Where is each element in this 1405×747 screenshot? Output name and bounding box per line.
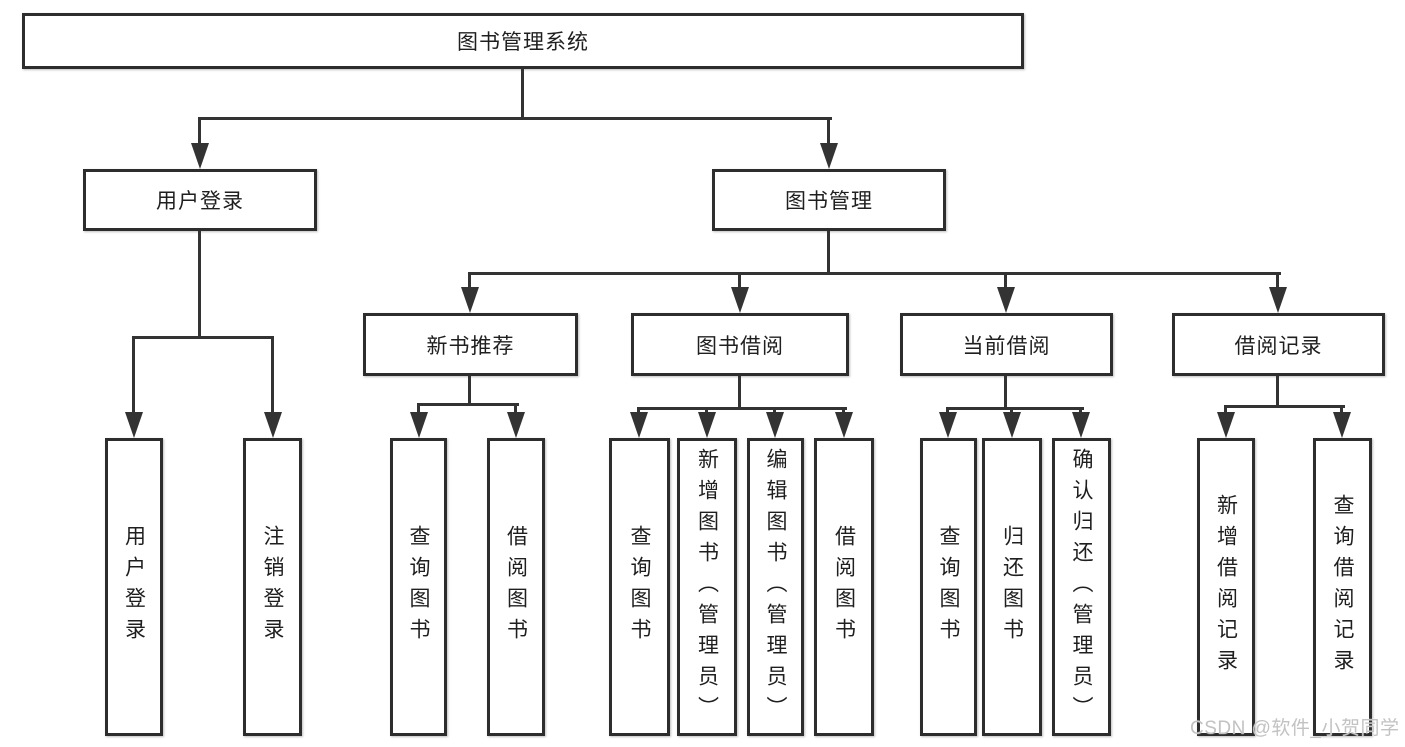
leaf-add-borrow-record: 新增借阅记录 (1197, 438, 1255, 736)
leaf-current-query-book: 查询图书 (920, 438, 977, 736)
arrow-to-newbook-borrow (507, 412, 525, 438)
node-borrow-records: 借阅记录 (1172, 313, 1385, 376)
leaf-query-borrow-record: 查询借阅记录 (1313, 438, 1372, 736)
edge-root-stem-left (198, 117, 201, 147)
leaf-user-login-label: 用户登录 (122, 525, 146, 649)
edge-borrow-stem-4 (842, 407, 845, 415)
arrow-to-records-add (1217, 412, 1235, 438)
node-current-borrow-label: 当前借阅 (962, 334, 1051, 358)
node-new-book-recommend: 新书推荐 (363, 313, 578, 376)
leaf-current-return-book: 归还图书 (982, 438, 1042, 736)
node-user-login-label: 用户登录 (156, 190, 244, 213)
node-book-borrow: 图书借阅 (631, 313, 849, 376)
arrow-to-borrow-borrow (835, 412, 853, 438)
edge-records-hline (1224, 405, 1345, 408)
edge-current-stem-2 (1010, 407, 1013, 415)
edge-mgmt-stem-4 (1276, 272, 1279, 290)
edge-root-hline (198, 117, 832, 120)
edge-newbook-vline (468, 376, 471, 406)
arrow-to-current-borrow (997, 287, 1015, 313)
node-borrow-records-label: 借阅记录 (1234, 334, 1323, 358)
node-root: 图书管理系统 (22, 13, 1024, 69)
edge-current-hline (946, 407, 1084, 410)
node-current-borrow: 当前借阅 (900, 313, 1113, 376)
edge-newbook-hline (417, 403, 519, 406)
leaf-newbook-borrow-book: 借阅图书 (487, 438, 545, 736)
leaf-logout-label: 注销登录 (261, 525, 284, 649)
arrow-to-user-login (191, 143, 209, 169)
edge-login-hline (132, 336, 274, 339)
edge-borrow-stem-2 (705, 407, 708, 415)
leaf-query-borrow-record-label: 查询借阅记录 (1331, 494, 1354, 680)
edge-mgmt-stem-2 (738, 272, 741, 290)
edge-records-stem-2 (1340, 405, 1343, 415)
leaf-borrow-edit-book-admin: 编辑图书（管理员） (747, 438, 804, 736)
edge-newbook-stem-1 (417, 403, 420, 415)
leaf-borrow-query-book: 查询图书 (609, 438, 670, 736)
node-book-management-label: 图书管理 (785, 190, 873, 213)
edge-borrow-stem-3 (773, 407, 776, 415)
leaf-current-return-book-label: 归还图书 (1000, 525, 1024, 649)
arrow-to-leaf-logout (264, 412, 282, 438)
arrow-to-newbook-query (410, 412, 428, 438)
edge-borrow-stem-1 (637, 407, 640, 415)
edge-borrow-hline (637, 407, 847, 410)
leaf-newbook-query-book-label: 查询图书 (407, 525, 430, 649)
node-user-login: 用户登录 (83, 169, 317, 231)
arrow-to-current-query (939, 412, 957, 438)
edge-login-stem-2 (271, 336, 274, 415)
arrow-to-borrow-edit (766, 412, 784, 438)
leaf-borrow-borrow-book: 借阅图书 (814, 438, 874, 736)
arrow-to-borrow-add (698, 412, 716, 438)
arrow-to-new-book-recommend (461, 287, 479, 313)
arrow-to-book-borrow (731, 287, 749, 313)
arrow-to-book-management (820, 143, 838, 169)
edge-borrow-vline (738, 376, 741, 410)
arrow-to-leaf-user-login (125, 412, 143, 438)
edge-login-vline (198, 231, 201, 339)
leaf-logout: 注销登录 (243, 438, 302, 736)
edge-mgmt-stem-1 (468, 272, 471, 290)
leaf-borrow-add-book-admin-label: 新增图书（管理员） (695, 447, 719, 727)
edge-mgmt-vline (827, 231, 830, 275)
edge-current-vline (1004, 376, 1007, 410)
leaf-current-confirm-return-admin: 确认归还（管理员） (1052, 438, 1111, 736)
csdn-watermark: CSDN @软件_小贺同学 (1190, 718, 1400, 739)
edge-records-stem-1 (1224, 405, 1227, 415)
leaf-user-login: 用户登录 (105, 438, 163, 736)
arrow-to-borrow-records (1269, 287, 1287, 313)
edge-mgmt-hline (468, 272, 1281, 275)
edge-root-vline (521, 69, 524, 120)
leaf-newbook-borrow-book-label: 借阅图书 (504, 525, 528, 649)
edge-mgmt-stem-3 (1004, 272, 1007, 290)
leaf-borrow-add-book-admin: 新增图书（管理员） (677, 438, 737, 736)
arrow-to-records-query (1333, 412, 1351, 438)
leaf-current-confirm-return-admin-label: 确认归还（管理员） (1070, 447, 1093, 727)
arrow-to-current-confirm (1072, 412, 1090, 438)
arrow-to-current-return (1003, 412, 1021, 438)
node-book-borrow-label: 图书借阅 (696, 334, 784, 358)
node-new-book-recommend-label: 新书推荐 (426, 334, 515, 358)
edge-records-vline (1276, 376, 1279, 408)
node-root-label: 图书管理系统 (457, 31, 589, 54)
leaf-add-borrow-record-label: 新增借阅记录 (1214, 494, 1238, 680)
arrow-to-borrow-query (630, 412, 648, 438)
edge-root-stem-right (827, 117, 830, 147)
leaf-newbook-query-book: 查询图书 (390, 438, 447, 736)
leaf-borrow-edit-book-admin-label: 编辑图书（管理员） (764, 447, 787, 727)
edge-current-stem-1 (946, 407, 949, 415)
edge-login-stem-1 (132, 336, 135, 415)
edge-newbook-stem-2 (514, 403, 517, 415)
edge-current-stem-3 (1079, 407, 1082, 415)
leaf-borrow-query-book-label: 查询图书 (628, 525, 651, 649)
leaf-borrow-borrow-book-label: 借阅图书 (832, 525, 856, 649)
node-book-management: 图书管理 (712, 169, 946, 231)
leaf-current-query-book-label: 查询图书 (937, 525, 960, 649)
